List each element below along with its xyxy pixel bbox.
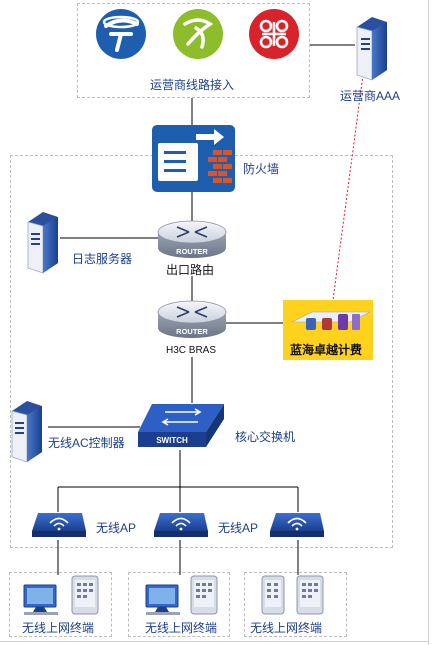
desktop-icon-1: [23, 584, 58, 615]
exit-router-icon: ROUTER: [157, 220, 227, 258]
link-lines: [48, 44, 355, 575]
desktop-icon-2: [145, 584, 180, 615]
ap-label-2: 无线AP: [218, 521, 259, 535]
aaa-label: 运营商AAA: [340, 89, 401, 103]
terminal-label-3: 无线上网终端: [250, 621, 323, 635]
frame-border-bottom: [0, 641, 429, 642]
log-server-label: 日志服务器: [72, 252, 133, 266]
bras-label: H3C BRAS: [166, 345, 217, 356]
carrier-access-label: 运营商线路接入: [150, 78, 235, 92]
china-telecom-logo: [96, 9, 146, 59]
ac-controller-label: 无线AC控制器: [48, 436, 125, 450]
log-server-icon: [27, 212, 58, 274]
exit-router-label: 出口路由: [166, 263, 215, 277]
ac-controller-icon: [11, 401, 42, 463]
billing-label: 蓝海卓越计费: [290, 343, 363, 357]
phone-icon-2: [190, 575, 218, 615]
aaa-server-icon: [356, 17, 387, 81]
ap-icon-3: [270, 513, 324, 537]
billing-system-icon: [283, 300, 373, 360]
core-switch-tag: SWITCH: [156, 436, 188, 445]
terminal-group-2: [128, 572, 230, 637]
bras-router-tag: ROUTER: [176, 327, 208, 336]
china-mobile-logo: [173, 9, 223, 59]
carrier-access-box: [77, 3, 310, 98]
terminal-label-2: 无线上网终端: [145, 621, 218, 635]
terminal-label-1: 无线上网终端: [22, 621, 95, 635]
terminal-group-1: [9, 572, 112, 637]
firewall-label: 防火墙: [243, 162, 280, 176]
china-unicom-logo: [249, 9, 299, 59]
core-switch-icon: SWITCH: [138, 404, 224, 447]
frame-border-right: [428, 0, 429, 645]
phone-icon-3: [261, 575, 285, 615]
bras-router-icon: ROUTER: [157, 300, 227, 338]
firewall-icon: [152, 125, 235, 192]
ap-icon-2: [154, 513, 208, 537]
terminal-group-3: [244, 572, 347, 637]
core-switch-label: 核心交换机: [235, 430, 296, 444]
ap-label-1: 无线AP: [96, 521, 137, 535]
phone-icon-4: [296, 575, 324, 615]
exit-router-tag: ROUTER: [176, 247, 208, 256]
phone-icon-1: [71, 575, 99, 615]
ap-icon-1: [32, 513, 86, 537]
link-aaa-billing-dotted: [332, 74, 364, 301]
